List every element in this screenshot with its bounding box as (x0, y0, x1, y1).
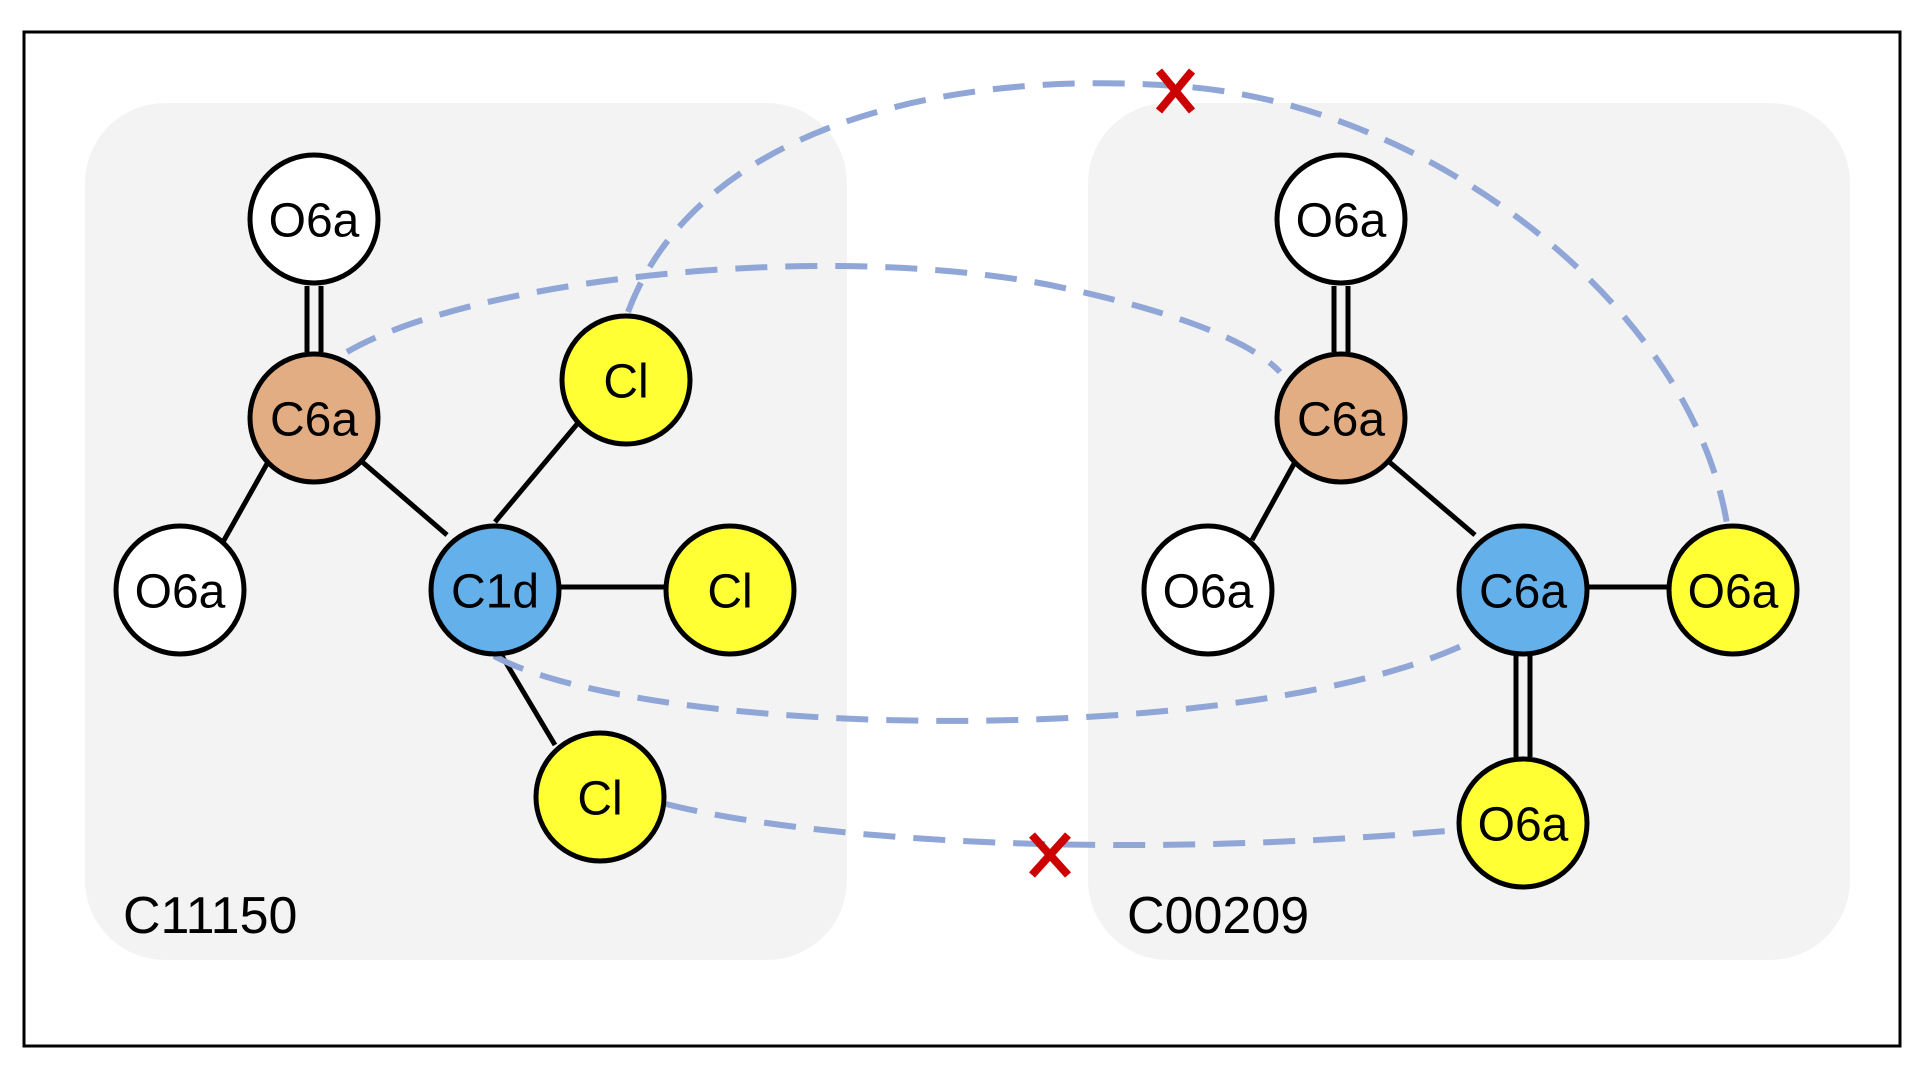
mapping-line-cl-lower-to-o6a-lower (665, 801, 1459, 849)
svg-text:C6a: C6a (1297, 394, 1385, 447)
mismatch-cross-icon (1029, 832, 1071, 878)
svg-text:O6a: O6a (1296, 195, 1387, 248)
atom-right-o6a-top: O6a (1274, 152, 1408, 286)
svg-text:O6a: O6a (269, 195, 360, 248)
bond-right-c6a-o6a-lower (1249, 460, 1298, 542)
left-molecule-id-label: C11150 (123, 887, 297, 945)
atom-right-o6a-lower: O6a (1141, 523, 1275, 657)
left-molecule-bonds (220, 286, 667, 747)
svg-text:C1d: C1d (451, 566, 539, 619)
atom-mapping-lines (345, 80, 1730, 849)
atom-right-o6a-bottom: O6a (1456, 756, 1590, 890)
atom-right-c6a-central: C6a (1456, 523, 1590, 657)
outer-frame (22, 30, 1902, 1048)
svg-text:O6a: O6a (135, 566, 226, 619)
bond-left-c1d-cl-lower (499, 654, 558, 747)
mismatch-cross-icon (1155, 68, 1196, 114)
svg-text:Cl: Cl (707, 566, 752, 619)
bond-right-c6a-c6a (1385, 458, 1477, 537)
svg-text:O6a: O6a (1478, 799, 1569, 852)
atom-left-cl-upper: Cl (559, 313, 693, 447)
svg-text:C6a: C6a (1479, 566, 1567, 619)
svg-text:Cl: Cl (577, 773, 622, 826)
atom-left-c1d: C1d (428, 523, 562, 657)
right-molecule-bonds (1249, 286, 1668, 757)
bond-left-c1d-cl-upper (493, 421, 580, 524)
atom-left-c6a: C6a (247, 351, 381, 485)
atom-right-o6a-right: O6a (1666, 523, 1800, 657)
svg-text:Cl: Cl (603, 356, 648, 409)
atom-left-o6a-top: O6a (247, 152, 381, 286)
svg-text:O6a: O6a (1688, 566, 1779, 619)
left-molecule-atoms: O6a C6a O6a C1d Cl Cl Cl (113, 152, 797, 864)
bond-left-c6a-c1d (358, 458, 449, 537)
mapping-line-c6a-to-c6a (345, 263, 1283, 375)
bond-left-c6a-o6a-lower (220, 460, 271, 544)
atom-left-cl-lower: Cl (533, 730, 667, 864)
right-molecule-atoms: O6a C6a O6a C6a O6a O6a (1141, 152, 1800, 890)
svg-text:C6a: C6a (270, 394, 358, 447)
svg-text:O6a: O6a (1163, 566, 1254, 619)
atom-left-cl-right: Cl (663, 523, 797, 657)
atom-left-o6a-lower: O6a (113, 523, 247, 657)
mapping-line-c1d-to-c6a (492, 638, 1474, 724)
atom-right-c6a: C6a (1274, 351, 1408, 485)
right-molecule-id-label: C00209 (1127, 887, 1309, 945)
mapping-line-cl-upper-to-o6a-right (625, 80, 1730, 525)
